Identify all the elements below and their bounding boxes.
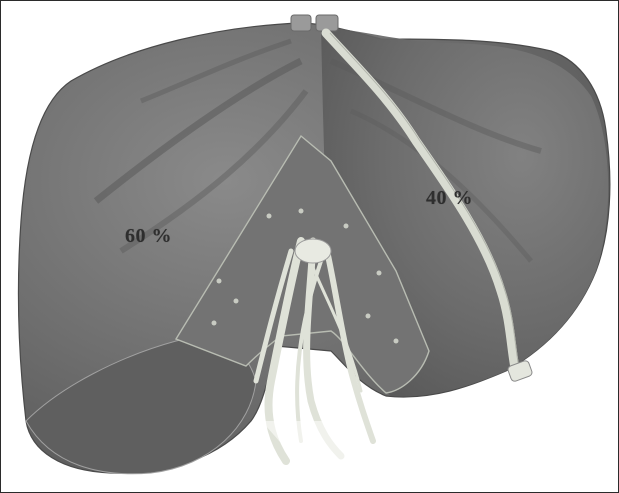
- hilum-center: [295, 239, 331, 263]
- vessel-stub-left: [291, 15, 311, 31]
- right-lobe-percent-label: 40 %: [426, 187, 473, 210]
- vessel-stub-right: [316, 15, 338, 31]
- left-lobe-percent-label: 60 %: [125, 225, 172, 248]
